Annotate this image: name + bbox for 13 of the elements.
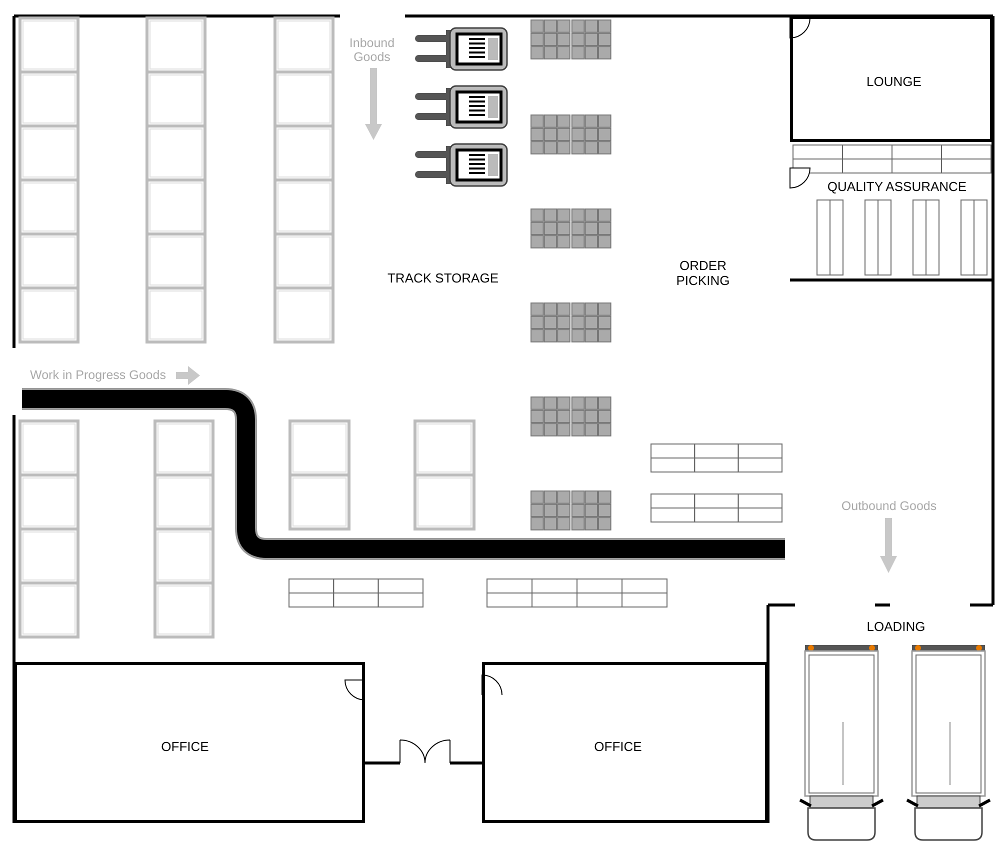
flow-label: Inbound Goods: [348, 36, 396, 64]
room: [790, 16, 993, 142]
area-label: ORDER PICKING: [675, 258, 731, 288]
room-label: LOUNGE: [866, 74, 922, 89]
room: [482, 662, 768, 823]
room-label: OFFICE: [594, 739, 642, 754]
flow-label: Work in Progress Goods: [30, 368, 166, 382]
room-label: LOADING: [866, 619, 926, 634]
flow-label: Outbound Goods: [841, 499, 937, 513]
area-label: TRACK STORAGE: [388, 270, 498, 286]
room-label: QUALITY ASSURANCE: [827, 179, 967, 194]
room: [14, 662, 365, 823]
room-label: OFFICE: [161, 739, 209, 754]
